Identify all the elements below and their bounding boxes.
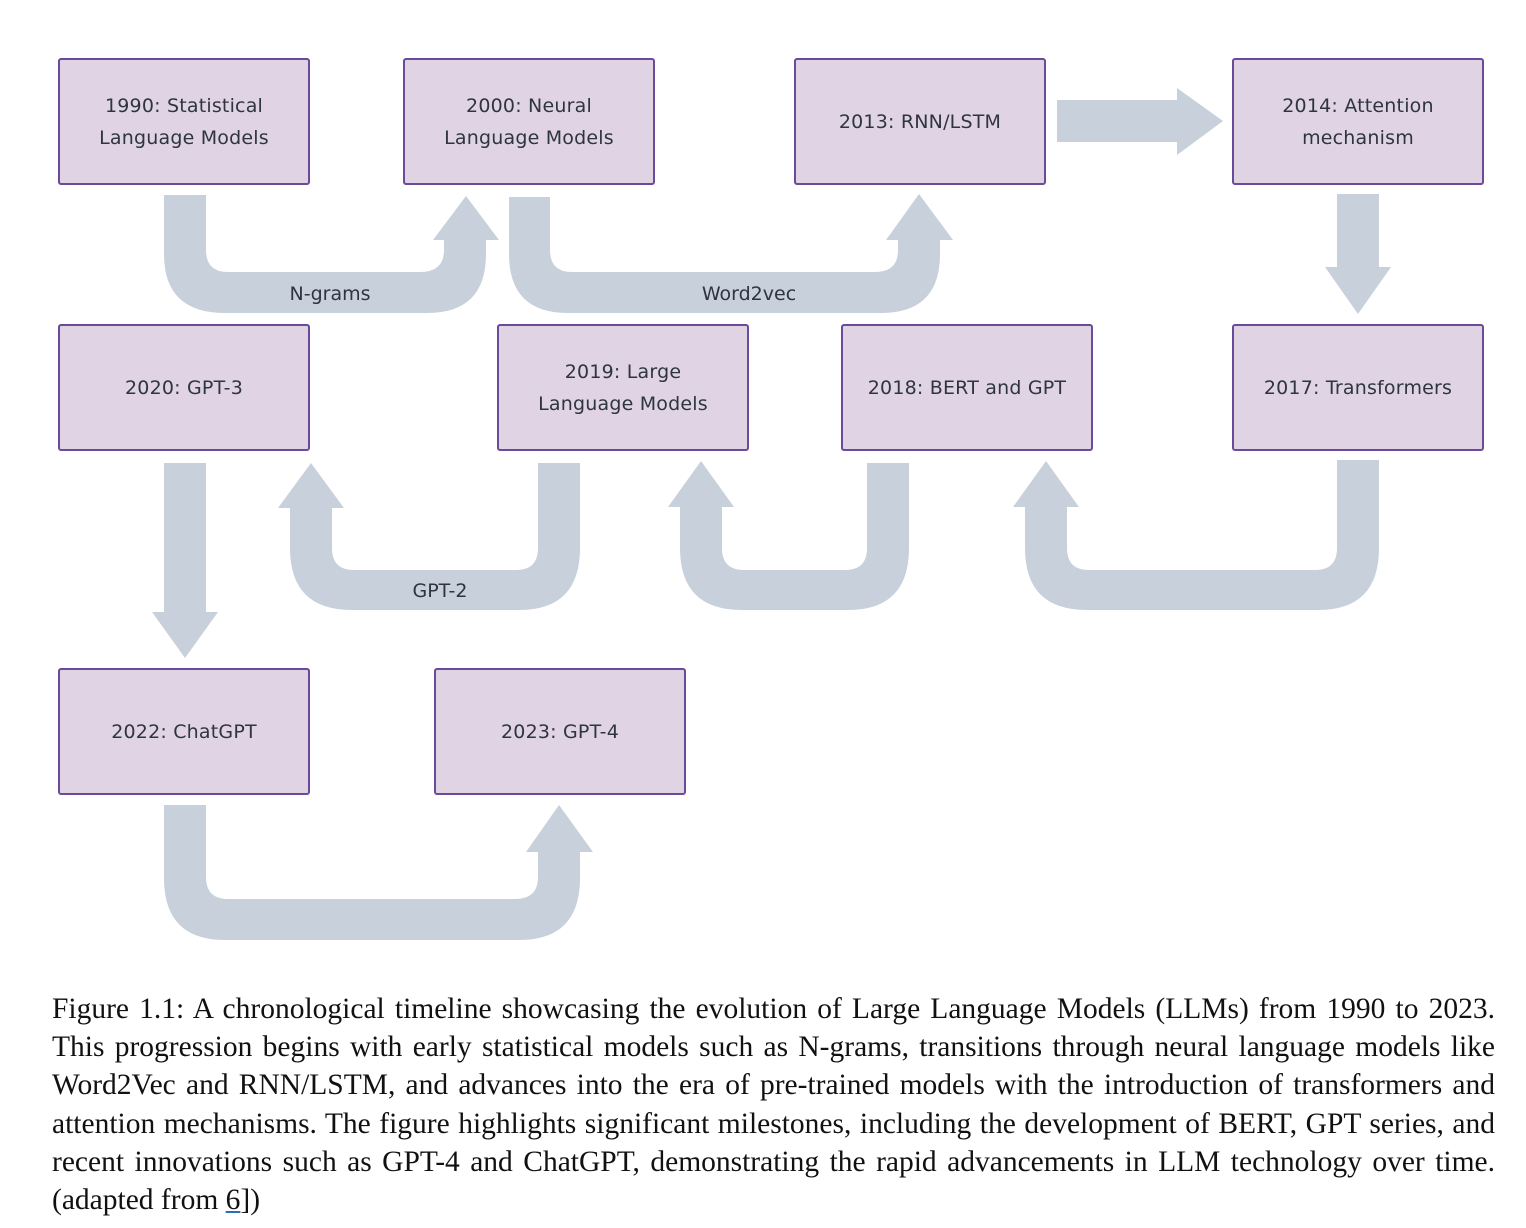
arrows-layer	[152, 88, 1391, 940]
arrow-2017-to-2018	[1013, 460, 1379, 610]
edge-label-gpt2: GPT-2	[412, 580, 468, 602]
node-1990-statistical-lm: 1990: Statistical Language Models	[58, 58, 310, 185]
arrow-2022-to-2023	[164, 805, 593, 940]
arrow-2020-to-2022	[152, 463, 218, 658]
caption-text: Figure 1.1: A chronological timeline sho…	[52, 993, 1495, 1217]
node-2000-neural-lm: 2000: Neural Language Models	[403, 58, 655, 185]
arrow-2013-to-2014	[1057, 88, 1223, 155]
figure-caption: Figure 1.1: A chronological timeline sho…	[52, 990, 1495, 1219]
caption-suffix: ])	[240, 1184, 261, 1217]
arrow-2000-to-2013	[509, 194, 953, 313]
node-2020-gpt3: 2020: GPT-3	[58, 324, 310, 451]
arrow-2019-to-2020	[278, 463, 580, 610]
node-2022-chatgpt: 2022: ChatGPT	[58, 668, 310, 795]
arrow-2018-to-2019	[668, 461, 909, 610]
arrow-2014-to-2017	[1325, 194, 1391, 314]
node-2018-bert-gpt: 2018: BERT and GPT	[841, 324, 1093, 451]
edge-label-word2vec: Word2vec	[701, 283, 797, 305]
arrow-1990-to-2000	[164, 195, 499, 313]
edge-label-ngrams: N-grams	[289, 283, 371, 305]
node-2019-large-lm: 2019: Large Language Models	[497, 324, 749, 451]
node-2023-gpt4: 2023: GPT-4	[434, 668, 686, 795]
citation-link[interactable]: 6	[225, 1184, 241, 1217]
node-2014-attention: 2014: Attention mechanism	[1232, 58, 1484, 185]
node-2013-rnn-lstm: 2013: RNN/LSTM	[794, 58, 1046, 185]
node-2017-transformers: 2017: Transformers	[1232, 324, 1484, 451]
